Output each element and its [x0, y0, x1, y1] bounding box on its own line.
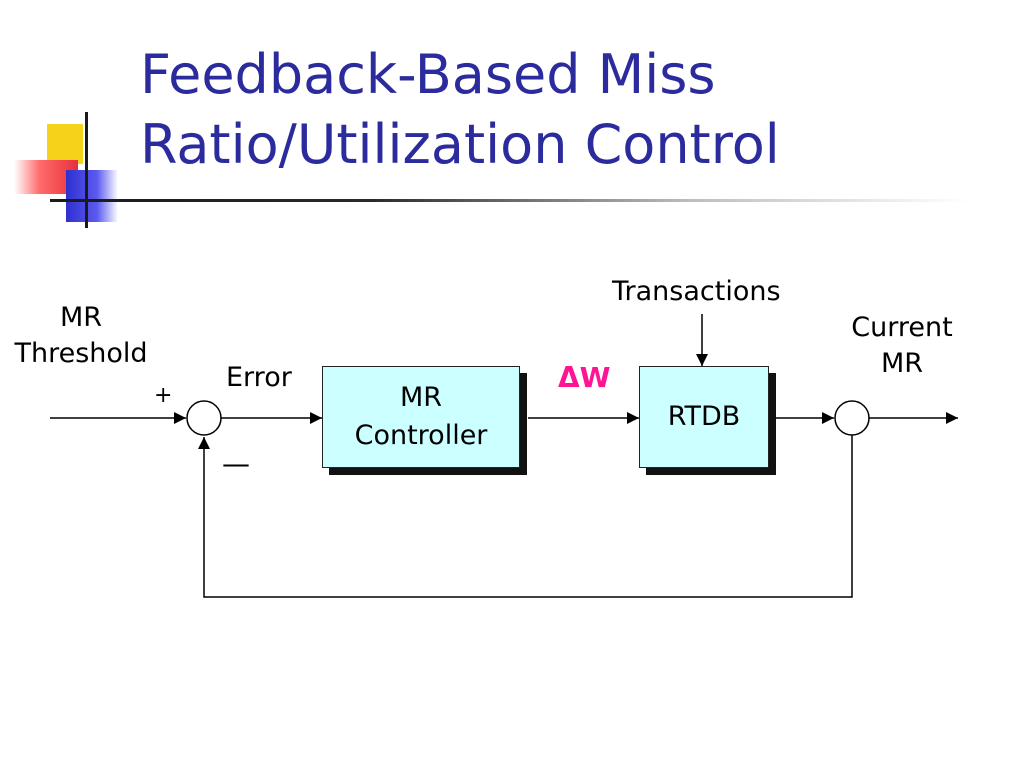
minus-sign: —: [222, 447, 250, 480]
current-mr-label: Current MR: [830, 310, 974, 382]
error-label: Error: [226, 362, 292, 393]
decorative-yellow-square: [47, 124, 83, 164]
rtdb-block: RTDB: [639, 366, 776, 475]
mr-threshold-label: MR Threshold: [0, 300, 162, 372]
current-mr-line2: MR: [880, 348, 924, 379]
mr-controller-label-line2: Controller: [354, 420, 488, 451]
rtdb-face: RTDB: [639, 366, 769, 468]
slide-title-line1: Feedback-Based Miss: [140, 43, 716, 106]
mr-threshold-line2: Threshold: [14, 338, 148, 369]
slide-title: Feedback-Based Miss Ratio/Utilization Co…: [140, 40, 1000, 180]
slide-title-line2: Ratio/Utilization Control: [140, 113, 780, 176]
summing-junction-right: [834, 400, 870, 436]
summing-junction-left: [186, 400, 222, 436]
current-mr-line1: Current: [851, 312, 953, 343]
rtdb-label: RTDB: [667, 401, 741, 432]
transactions-label: Transactions: [612, 276, 781, 307]
mr-controller-face: MR Controller: [322, 366, 520, 468]
mr-threshold-line1: MR: [59, 302, 103, 333]
decorative-vertical-line: [85, 112, 88, 228]
title-underline: [50, 199, 970, 202]
plus-sign: +: [154, 383, 173, 408]
mr-controller-block: MR Controller: [322, 366, 527, 475]
delta-w-label: ΔW: [558, 361, 611, 394]
feedback-path: [198, 435, 853, 598]
mr-controller-label-line1: MR: [399, 382, 443, 413]
decorative-blue-square: [66, 170, 118, 222]
